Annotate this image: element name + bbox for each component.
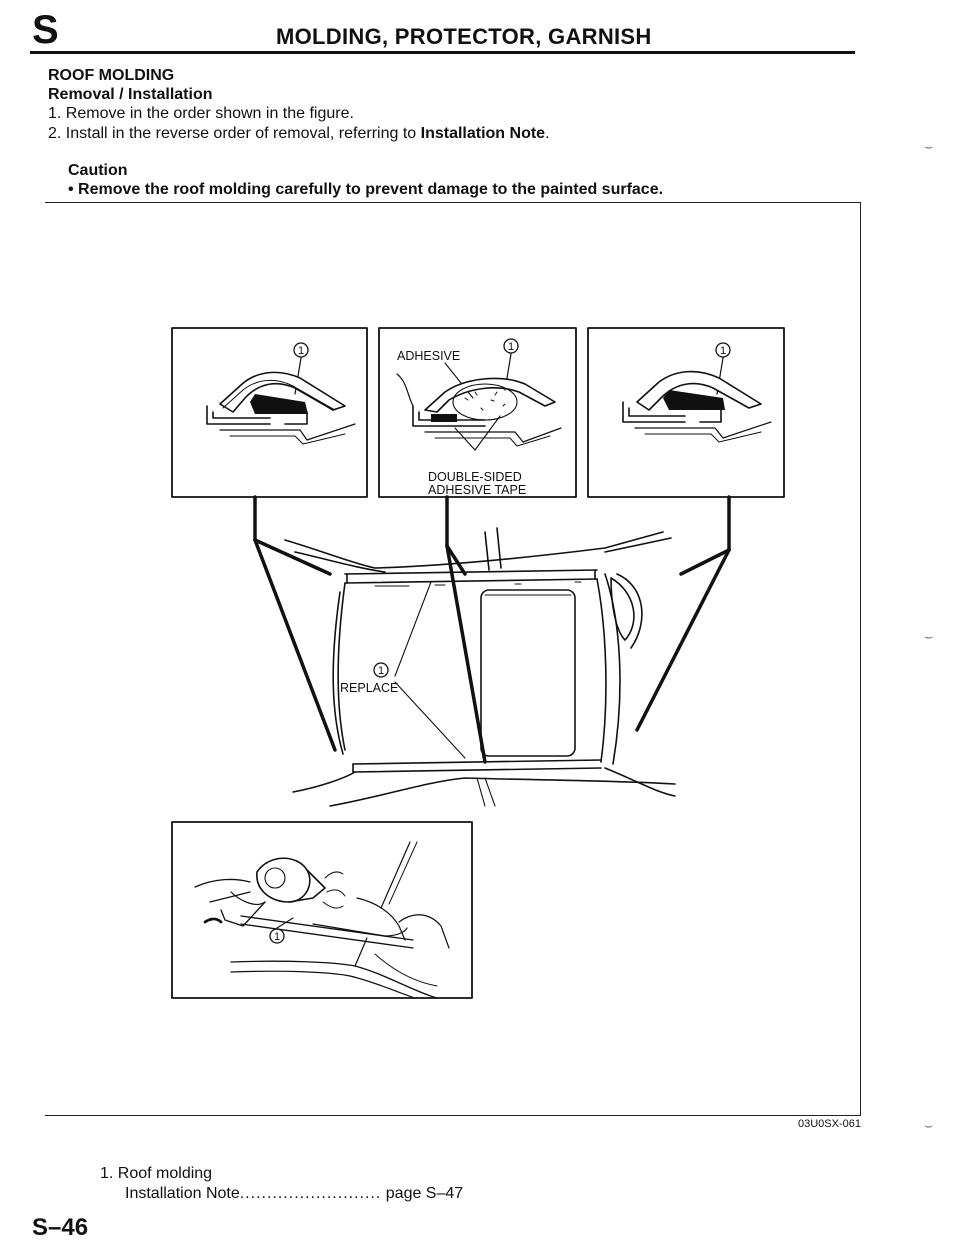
- callout-1-icon: 1: [503, 338, 519, 354]
- step-text: Install in the reverse order of removal,…: [65, 125, 421, 142]
- callout-1-icon: 1: [269, 928, 285, 944]
- step-number: 2.: [48, 125, 62, 142]
- detail-box-left: 1: [171, 327, 368, 498]
- svg-text:1: 1: [274, 931, 280, 943]
- step-text-end: .: [545, 125, 550, 142]
- removal-detail-box: 1: [171, 821, 473, 999]
- step-number: 1.: [48, 105, 62, 122]
- figure-frame: [45, 202, 861, 1116]
- margin-mark: ⌣: [924, 138, 934, 154]
- section-letter: S: [32, 8, 59, 52]
- svg-text:1: 1: [508, 341, 514, 353]
- procedure-step-1: 1. Remove in the order shown in the figu…: [48, 105, 354, 123]
- callout-1-icon: 1: [715, 342, 731, 358]
- detail-box-right: 1: [587, 327, 785, 498]
- callout-1-icon: 1: [373, 662, 389, 678]
- margin-mark: ⌣: [924, 628, 934, 644]
- adhesive-label: ADHESIVE: [397, 349, 460, 363]
- figure-code: 03U0SX-061: [798, 1118, 861, 1130]
- procedure-heading: Removal / Installation: [48, 86, 213, 103]
- legend-note: Installation Note.......................…: [125, 1185, 463, 1203]
- step-text: Remove in the order shown in the figure.: [65, 105, 354, 122]
- caution-title: Caution: [68, 162, 128, 179]
- svg-text:1: 1: [720, 345, 726, 357]
- replace-label: REPLACE: [340, 681, 398, 695]
- header-rule: [30, 51, 855, 54]
- legend-note-label: Installation Note: [125, 1185, 240, 1202]
- installation-note-reference: Installation Note: [420, 125, 546, 142]
- svg-text:1: 1: [298, 345, 304, 357]
- legend-item: 1. Roof molding: [100, 1165, 213, 1182]
- section-heading: ROOF MOLDING: [48, 67, 175, 84]
- detail-box-middle: ADHESIVE 1 DOUBLE-SIDED ADHESIVE TAPE: [378, 327, 577, 498]
- adhesive-tape-label: ADHESIVE TAPE: [428, 483, 526, 497]
- page-header-title: MOLDING, PROTECTOR, GARNISH: [276, 24, 652, 49]
- legend-note-page-ref: page S–47: [385, 1185, 464, 1202]
- roof-molding-illustration: 1 ADHESIVE 1: [171, 327, 785, 999]
- legend-leader: ..........................: [239, 1185, 382, 1202]
- caution-text: • Remove the roof molding carefully to p…: [68, 181, 664, 198]
- callout-1-icon: 1: [293, 342, 309, 358]
- margin-mark: ⌣: [924, 1117, 934, 1133]
- svg-text:1: 1: [378, 665, 384, 677]
- leader-lines: [253, 495, 731, 764]
- double-sided-label: DOUBLE-SIDED: [428, 470, 522, 484]
- car-roof: [284, 527, 676, 807]
- procedure-step-2: 2. Install in the reverse order of remov…: [48, 125, 550, 143]
- page-number: S–46: [32, 1214, 89, 1241]
